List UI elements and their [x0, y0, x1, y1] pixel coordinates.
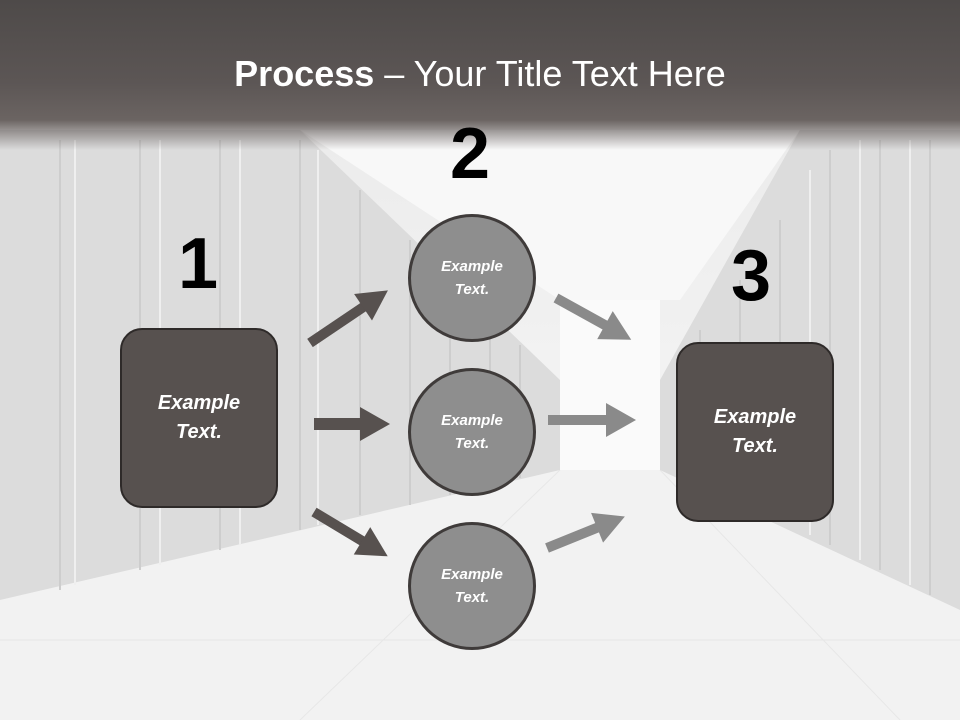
- title-rest: – Your Title Text Here: [374, 53, 726, 94]
- step-number-3: 3: [731, 236, 772, 316]
- arrow-1-to-middle: [314, 407, 390, 441]
- step-1-text-line2: Text.: [176, 421, 222, 443]
- circle-3-line1: Example: [441, 566, 503, 583]
- slide-title: Process – Your Title Text Here: [0, 52, 960, 96]
- title-bold: Process: [234, 53, 375, 94]
- circle-2-line2: Text.: [454, 435, 490, 452]
- circle-3-line2: Text.: [454, 589, 490, 606]
- arrow-middle-to-3: [548, 403, 636, 437]
- arrow-bottom-to-3: [545, 512, 625, 553]
- arrow-1-to-bottom: [311, 507, 388, 557]
- arrow-1-to-top: [307, 290, 388, 348]
- step-3-text-line2: Text.: [732, 435, 778, 457]
- title-bar: [0, 0, 960, 150]
- step-number-2: 2: [450, 114, 491, 194]
- circle-1-line1: Example: [441, 258, 503, 275]
- arrow-top-to-3: [553, 293, 632, 340]
- circle-1-line2: Text.: [454, 281, 490, 298]
- step-3-text-line1: Example: [713, 406, 797, 428]
- circle-2-line1: Example: [441, 412, 503, 429]
- step-1-text-line1: Example: [157, 392, 241, 414]
- step-number-1: 1: [178, 224, 219, 304]
